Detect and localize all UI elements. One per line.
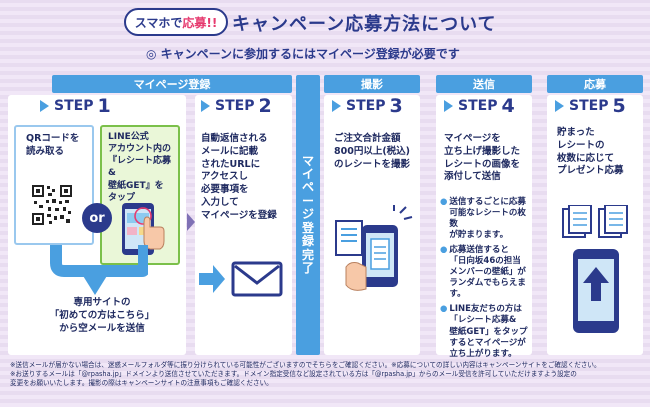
receipts-phone-icon (562, 205, 628, 333)
footnotes: ※送信メールが届かない場合は、迷惑メールフォルダ等に振り分けられている可能性がご… (10, 361, 601, 388)
step3-panel: STEP 3 ご注文合計金額 800円以上(税込) のレシートを撮影 (324, 95, 420, 355)
bullet-item: ● 応募送信すると 「日向坂46の担当 メンバーの壁紙」が ランダムでもらえます… (440, 245, 526, 300)
section-header-soushin: 送信 (436, 75, 532, 93)
step-word: STEP (569, 98, 609, 114)
step-number: 5 (612, 95, 626, 117)
step5-text: 貯まった レシートの 枚数に応じて プレゼント応募 (557, 127, 624, 177)
page-title: キャンペーン応募方法について (232, 14, 497, 35)
mypage-complete-banner: マ イ ペ ー ジ 登 録 完 了 (296, 75, 320, 355)
tag-highlight: 応募!! (182, 15, 218, 30)
triangle-icon (555, 100, 564, 112)
step2-text: 自動返信される メールに記載 されたURLに アクセスし 必要事項を 入力して … (201, 133, 277, 221)
section-header-oubo: 応募 (547, 75, 643, 93)
or-badge: or (82, 203, 112, 233)
step1-label: STEP 1 (40, 95, 111, 117)
subtitle-notice: ◎ キャンペーンに参加するにはマイページ登録が必要です (146, 47, 460, 61)
step1-bottom-text: 専用サイトの 「初めての方はこちら」 から空メールを送信 (49, 297, 155, 334)
tag-prefix: スマホで (134, 15, 183, 30)
step-number: 4 (501, 95, 515, 117)
step3-text: ご注文合計金額 800円以上(税込) のレシートを撮影 (334, 133, 411, 170)
step2-panel: STEP 2 自動返信される メールに記載 されたURLに アクセスし 必要事項… (195, 95, 292, 355)
line-card: LINE公式 アカウント内の 『レシート応募& 壁紙GET』を タップ (100, 125, 180, 265)
section-header-mypage: マイページ登録 (52, 75, 292, 93)
mail-arrow-icon (199, 261, 283, 297)
title-bar: スマホで応募!! キャンペーン応募方法について (0, 0, 650, 42)
qr-instruction: QRコードを 読み取る (26, 133, 80, 157)
step3-label: STEP 3 (332, 95, 403, 117)
triangle-icon (40, 100, 49, 112)
step-number: 1 (97, 95, 111, 117)
step-word: STEP (54, 98, 94, 114)
step5-label: STEP 5 (555, 95, 626, 117)
triangle-icon (201, 100, 210, 112)
step-word: STEP (215, 98, 255, 114)
smartphone-apply-tag: スマホで応募!! (124, 8, 228, 36)
triangle-icon (444, 100, 453, 112)
step4-text: マイページを 立ち上げ撮影した レシートの画像を 添付して送信 (444, 133, 521, 183)
step-word: STEP (346, 98, 386, 114)
bullet-dot-icon: ● (440, 304, 448, 315)
step4-panel: STEP 4 マイページを 立ち上げ撮影した レシートの画像を 添付して送信 ●… (436, 95, 532, 359)
step-number: 2 (258, 95, 272, 117)
bullet-item: ● 送信するごとに応募 可能なレシートの枚数 が貯まります。 (440, 197, 526, 241)
bullet-dot-icon: ● (440, 245, 448, 256)
step1-panel: STEP 1 QRコードを 読み取る or LINE公式 アカウント内の 『レシ… (8, 95, 186, 355)
step4-label: STEP 4 (444, 95, 515, 117)
flow-arrow-icon (50, 245, 148, 295)
step2-label: STEP 2 (201, 95, 272, 117)
qr-card: QRコードを 読み取る (14, 125, 94, 245)
line-instruction: LINE公式 アカウント内の 『レシート応募& 壁紙GET』を タップ (108, 132, 172, 203)
arrow-right-icon (187, 213, 195, 231)
step4-bullets: ● 送信するごとに応募 可能なレシートの枚数 が貯まります。 ● 応募送信すると… (440, 197, 532, 360)
triangle-icon (332, 100, 341, 112)
step-number: 3 (389, 95, 403, 117)
step-word: STEP (458, 98, 498, 114)
receipt-photo-icon (335, 205, 413, 291)
qr-code-icon (30, 183, 74, 227)
bullet-dot-icon: ● (440, 197, 448, 207)
step5-panel: STEP 5 貯まった レシートの 枚数に応じて プレゼント応募 (547, 95, 643, 355)
smartphone-tap-icon (122, 203, 165, 255)
bullet-item: ● LINE友だちの方は 「レシート応募& 壁紙GET」をタップ するとマイペー… (440, 304, 528, 359)
section-header-satsuei: 撮影 (324, 75, 420, 93)
